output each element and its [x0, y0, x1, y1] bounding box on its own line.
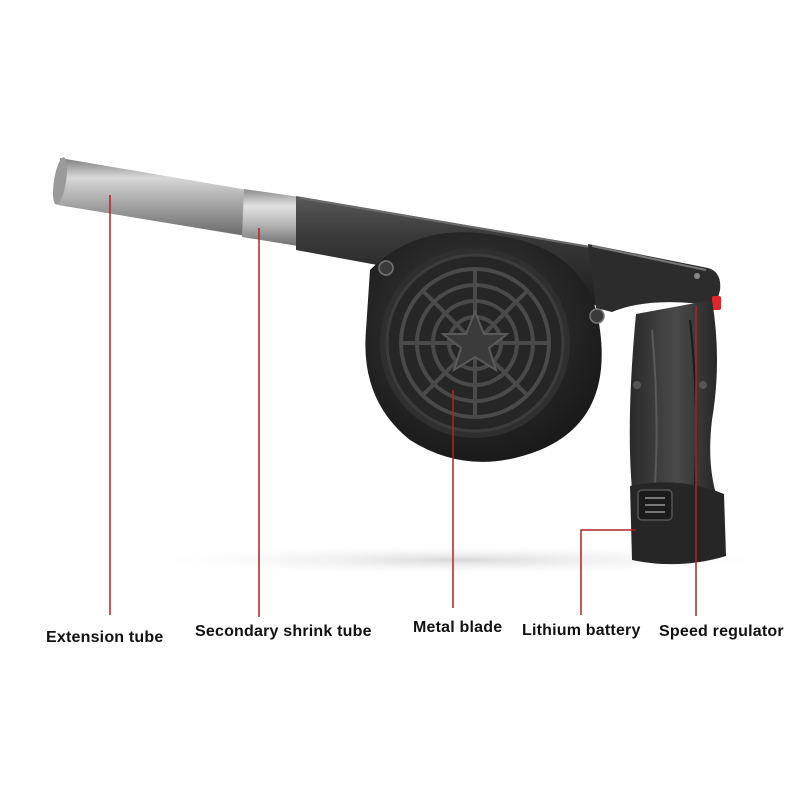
floor-shadow — [130, 544, 790, 576]
blade-hub-star-icon — [440, 309, 510, 373]
label-secondary-shrink-tube: Secondary shrink tube — [195, 623, 372, 640]
extension-tube — [52, 157, 248, 236]
label-lithium-battery: Lithium battery — [522, 622, 641, 639]
secondary-shrink-tube — [242, 189, 300, 246]
speed-regulator-trigger — [712, 296, 721, 310]
leader-lines — [109, 195, 697, 617]
label-speed-regulator: Speed regulator — [659, 623, 784, 640]
leader-line-lithium-battery — [580, 529, 636, 615]
lithium-battery-pack — [630, 482, 726, 565]
label-extension-tube: Extension tube — [46, 629, 164, 646]
label-metal-blade: Metal blade — [413, 619, 503, 636]
rear-head — [588, 244, 721, 312]
